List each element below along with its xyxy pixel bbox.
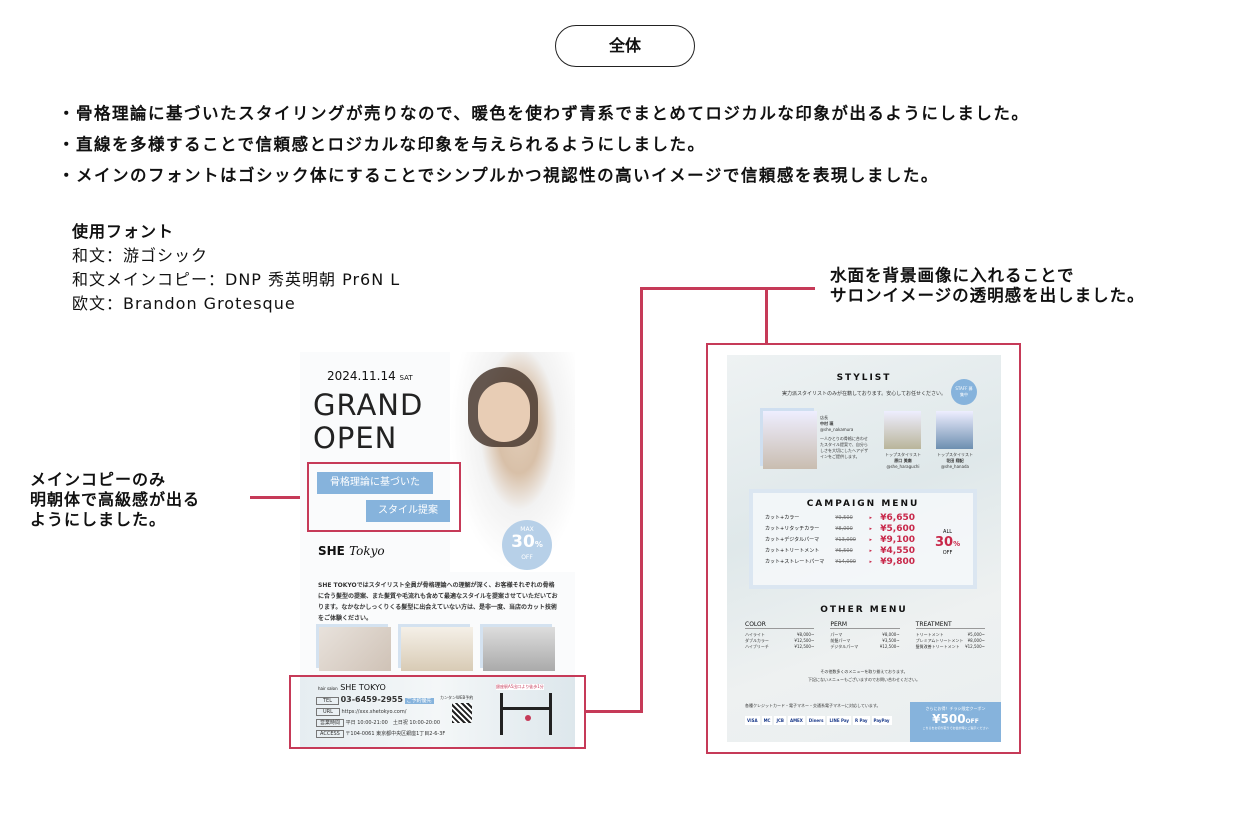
payment-logo: JCB [774,716,786,725]
campaign-row: カット+トリートメント¥6,500▸¥4,550 [765,546,915,556]
note-line: メインコピーのみ [30,470,167,489]
main-copy-1: 骨格理論に基づいた [317,472,433,494]
map-label: 銀座駅A5出口より徒歩1分 [496,684,544,690]
event-date: 2024.11.14 SAT [327,369,413,383]
highlight-box [289,675,586,749]
salon-photo [483,627,555,671]
stylist-sub: 実力派スタイリストのみが在籍しております。安心してお任せください。 [782,391,946,397]
payment-text: 各種クレジットカード・電子マネー・交通系電子マネーに対応しています。 [745,703,881,708]
payment-logo: R Pay [853,716,870,725]
bullet: ・直線を多様することで信頼感とロジカルな印象を与えられるようにしました。 [58,135,706,154]
payment-logo: AMEX [787,716,805,725]
qr-label: カンタンWEB予約 [440,695,474,700]
main-copy-2: スタイル提案 [366,500,450,522]
campaign-row: カット+リタッチカラー¥8,000▸¥5,600 [765,524,915,534]
stylist-photo [936,411,973,449]
intro-text: SHE TOKYOではスタイリスト全員が骨格理論への理解が深く、お客様それぞれの… [318,580,558,624]
stylist-title: STYLIST [836,373,892,383]
stylist-photo [763,411,817,469]
payment-logo: VISA [745,716,760,725]
info-panel: hair salon SHE TOKYO TEL 03-6459-2955 ご予… [300,677,575,747]
qr-code [452,703,472,723]
connector-line [250,496,308,499]
payment-logo: PayPay [871,716,892,725]
salon-photo [319,627,391,671]
font-item: 欧文：Brandon Grotesque [72,294,296,313]
campaign-row: カット+デジタルパーマ¥13,000▸¥9,100 [765,535,915,545]
stylist-info: トップスタイリスト花田 翔記@she_hanada [937,452,973,469]
flyer-back: STYLIST 実力派スタイリストのみが在籍しております。安心してお任せください… [727,355,1001,742]
stylist-info: トップスタイリスト原口 美南@she_haraguchi [885,452,921,469]
connector-line [640,287,815,290]
bullet: ・骨格理論に基づいたスタイリングが売りなので、暖色を使わず青系でまとめてロジカル… [58,104,1030,123]
connector-line [765,287,768,344]
font-item: 和文：游ゴシック [72,246,209,265]
font-item: 和文メインコピー：DNP 秀英明朝 Pr6N L [72,270,401,289]
highlight-box [307,462,461,532]
other-menu-title: OTHER MENU [820,605,908,615]
other-notes: その他数多くのメニューを取り揃えております。下記にないメニューもございますのでお… [808,669,920,682]
brand-logo: SHE Tokyo [318,544,385,558]
bullet: ・メインのフォントはゴシック体にすることでシンプルかつ視認性の高いイメージで信頼… [58,166,939,185]
campaign-row: カット+カラー¥9,500▸¥6,650 [765,513,915,523]
connector-line [640,287,643,713]
salon-photo [401,627,473,671]
highlight-box [706,343,1021,754]
section-title: 全体 [555,25,695,67]
note-line: 明朝体で高級感が出る [30,490,201,509]
font-heading: 使用フォント [72,222,175,241]
payment-logo: MC [761,716,773,725]
info-rows: TEL 03-6459-2955 ご予約優先 URL https://xxx.s… [316,694,445,740]
connector-line [585,710,642,713]
staff-badge: STAFF 募集中 [951,379,977,405]
campaign-row: カット+ストレートパーマ¥14,000▸¥9,800 [765,557,915,567]
font-list: 使用フォント 和文：游ゴシック 和文メインコピー：DNP 秀英明朝 Pr6N L… [72,220,400,316]
note-line: サロンイメージの透明感を出しました。 [830,286,1145,305]
stylist-photo [884,411,921,449]
access-map [500,693,552,735]
payment-logo: Diners [806,716,826,725]
left-annotation: メインコピーのみ 明朝体で高級感が出る ようにしました。 [30,470,200,530]
bullet-list: ・骨格理論に基づいたスタイリングが売りなので、暖色を使わず青系でまとめてロジカル… [58,98,1029,191]
right-annotation: 水面を背景画像に入れることで サロンイメージの透明感を出しました。 [830,266,1145,306]
payment-logo: LINE Pay [827,716,852,725]
note-line: ようにしました。 [30,510,167,529]
note-line: 水面を背景画像に入れることで [830,266,1075,285]
